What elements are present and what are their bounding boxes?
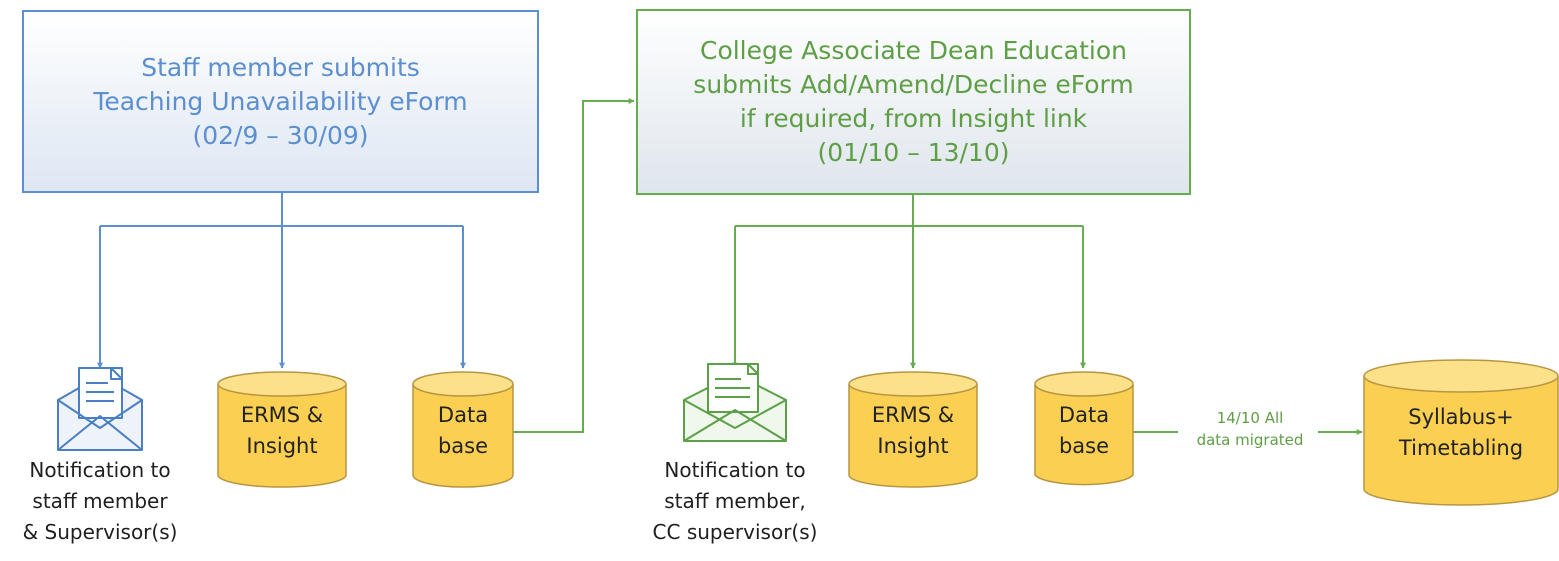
syllabus-timetabling-label: Syllabus+ Timetabling xyxy=(1364,402,1558,464)
dean-submit-box: College Associate Dean Education submits… xyxy=(636,9,1191,195)
erms-insight-1-label: ERMS & Insight xyxy=(218,400,346,462)
database-2-label: Data base xyxy=(1035,400,1133,462)
arrow-database1-to-dean-box xyxy=(513,98,635,433)
dean-submit-line-4: (01/10 – 13/10) xyxy=(817,138,1010,167)
notification-2-line-1: Notification to xyxy=(664,458,806,482)
notification-2-label: Notification to staff member, CC supervi… xyxy=(630,455,840,548)
erms-insight-2-label-line-2: Insight xyxy=(877,434,949,458)
erms-insight-1-label-line-2: Insight xyxy=(246,434,318,458)
blue-connectors xyxy=(97,193,466,369)
migration-label: 14/10 All data migrated xyxy=(1170,407,1330,451)
cylinder-erms-insight-1 xyxy=(217,371,347,488)
notification-2-line-2: staff member, xyxy=(664,489,806,513)
database-2-label-line-2: base xyxy=(1058,434,1110,458)
syllabus-timetabling-label-line-1: Syllabus+ xyxy=(1408,405,1514,429)
database-1-label: Data base xyxy=(413,400,513,462)
dean-submit-line-2: submits Add/Amend/Decline eForm xyxy=(693,70,1134,99)
notification-1-line-2: staff member xyxy=(32,489,168,513)
staff-submit-box: Staff member submits Teaching Unavailabi… xyxy=(22,10,539,193)
erms-insight-2-label-line-1: ERMS & xyxy=(871,403,955,427)
erms-insight-2-label: ERMS & Insight xyxy=(849,400,977,462)
cylinder-database-2 xyxy=(1034,371,1134,486)
database-2-label-line-1: Data xyxy=(1058,403,1110,427)
dean-submit-line-1: College Associate Dean Education xyxy=(699,36,1127,65)
green-connectors xyxy=(513,98,1363,435)
staff-submit-line-3: (02/9 – 30/09) xyxy=(192,120,369,150)
cylinder-database-1 xyxy=(412,371,514,488)
envelope-icon xyxy=(683,363,787,442)
database-1-label-line-2: base xyxy=(437,434,489,458)
erms-insight-1-label-line-1: ERMS & xyxy=(240,403,324,427)
envelope-icon xyxy=(57,367,143,451)
notification-1-line-1: Notification to xyxy=(29,458,171,482)
staff-submit-line-1: Staff member submits xyxy=(141,52,420,82)
cylinder-syllabus-timetabling xyxy=(1363,359,1559,506)
migration-line-1: 14/10 All xyxy=(1216,409,1284,427)
notification-1-line-3: & Supervisor(s) xyxy=(22,520,178,544)
notification-2-line-3: CC supervisor(s) xyxy=(652,520,818,544)
staff-submit-line-2: Teaching Unavailability eForm xyxy=(93,86,468,116)
database-1-label-line-1: Data xyxy=(437,403,489,427)
dean-submit-line-3: if required, from Insight link xyxy=(739,104,1088,133)
cylinder-erms-insight-2 xyxy=(848,371,978,488)
notification-1-label: Notification to staff member & Superviso… xyxy=(0,455,200,548)
syllabus-timetabling-label-line-2: Timetabling xyxy=(1398,436,1524,460)
migration-line-2: data migrated xyxy=(1196,431,1304,449)
